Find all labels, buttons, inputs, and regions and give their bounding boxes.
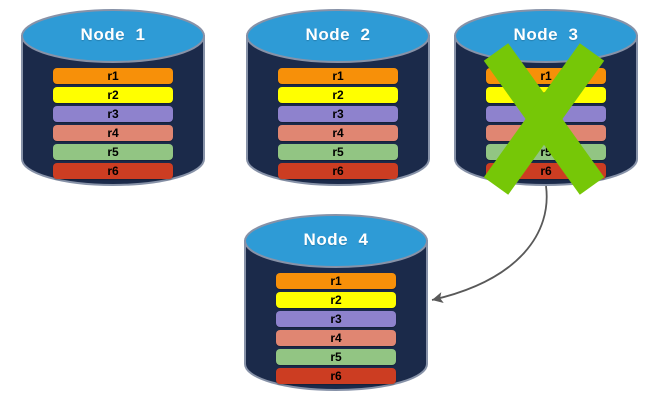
replica-bar-r1[interactable]: r1	[278, 68, 398, 84]
node-3-title: Node 3	[513, 25, 579, 44]
node-4-replica-list: r1 r2 r3 r4 r5 r6	[245, 273, 427, 384]
node-2-title: Node 2	[305, 25, 371, 44]
replica-bar-r1[interactable]: r1	[276, 273, 396, 289]
node-4-title: Node 4	[303, 230, 369, 249]
replica-bar-r5[interactable]: r5	[486, 144, 606, 160]
node-2-replica-list: r1 r2 r3 r4 r5 r6	[247, 68, 429, 179]
replica-bar-r2[interactable]: r2	[53, 87, 173, 103]
replica-bar-r6[interactable]: r6	[278, 163, 398, 179]
node-1[interactable]: Node 1 r1 r2 r3 r4 r5 r6	[21, 9, 205, 186]
replica-bar-r3[interactable]: r3	[486, 106, 606, 122]
node-3-replica-list: r1 r2 r3 r4 r5 r6	[455, 68, 637, 179]
replica-bar-r3[interactable]: r3	[278, 106, 398, 122]
replica-bar-r2[interactable]: r2	[278, 87, 398, 103]
replica-bar-r4[interactable]: r4	[486, 125, 606, 141]
replica-bar-r2[interactable]: r2	[486, 87, 606, 103]
replica-bar-r3[interactable]: r3	[53, 106, 173, 122]
replica-bar-r6[interactable]: r6	[486, 163, 606, 179]
replica-bar-r5[interactable]: r5	[53, 144, 173, 160]
replica-bar-r4[interactable]: r4	[276, 330, 396, 346]
replica-bar-r6[interactable]: r6	[276, 368, 396, 384]
replica-bar-r1[interactable]: r1	[486, 68, 606, 84]
replica-bar-r4[interactable]: r4	[53, 125, 173, 141]
replica-bar-r2[interactable]: r2	[276, 292, 396, 308]
replica-bar-r3[interactable]: r3	[276, 311, 396, 327]
node-1-replica-list: r1 r2 r3 r4 r5 r6	[22, 68, 204, 179]
replica-bar-r6[interactable]: r6	[53, 163, 173, 179]
node-3[interactable]: Node 3 r1 r2 r3 r4 r5 r6	[454, 9, 638, 186]
replica-bar-r1[interactable]: r1	[53, 68, 173, 84]
node-4[interactable]: Node 4 r1 r2 r3 r4 r5 r6	[244, 214, 428, 391]
replica-bar-r4[interactable]: r4	[278, 125, 398, 141]
replica-bar-r5[interactable]: r5	[276, 349, 396, 365]
node-2[interactable]: Node 2 r1 r2 r3 r4 r5 r6	[246, 9, 430, 186]
replica-bar-r5[interactable]: r5	[278, 144, 398, 160]
node-1-title: Node 1	[80, 25, 146, 44]
